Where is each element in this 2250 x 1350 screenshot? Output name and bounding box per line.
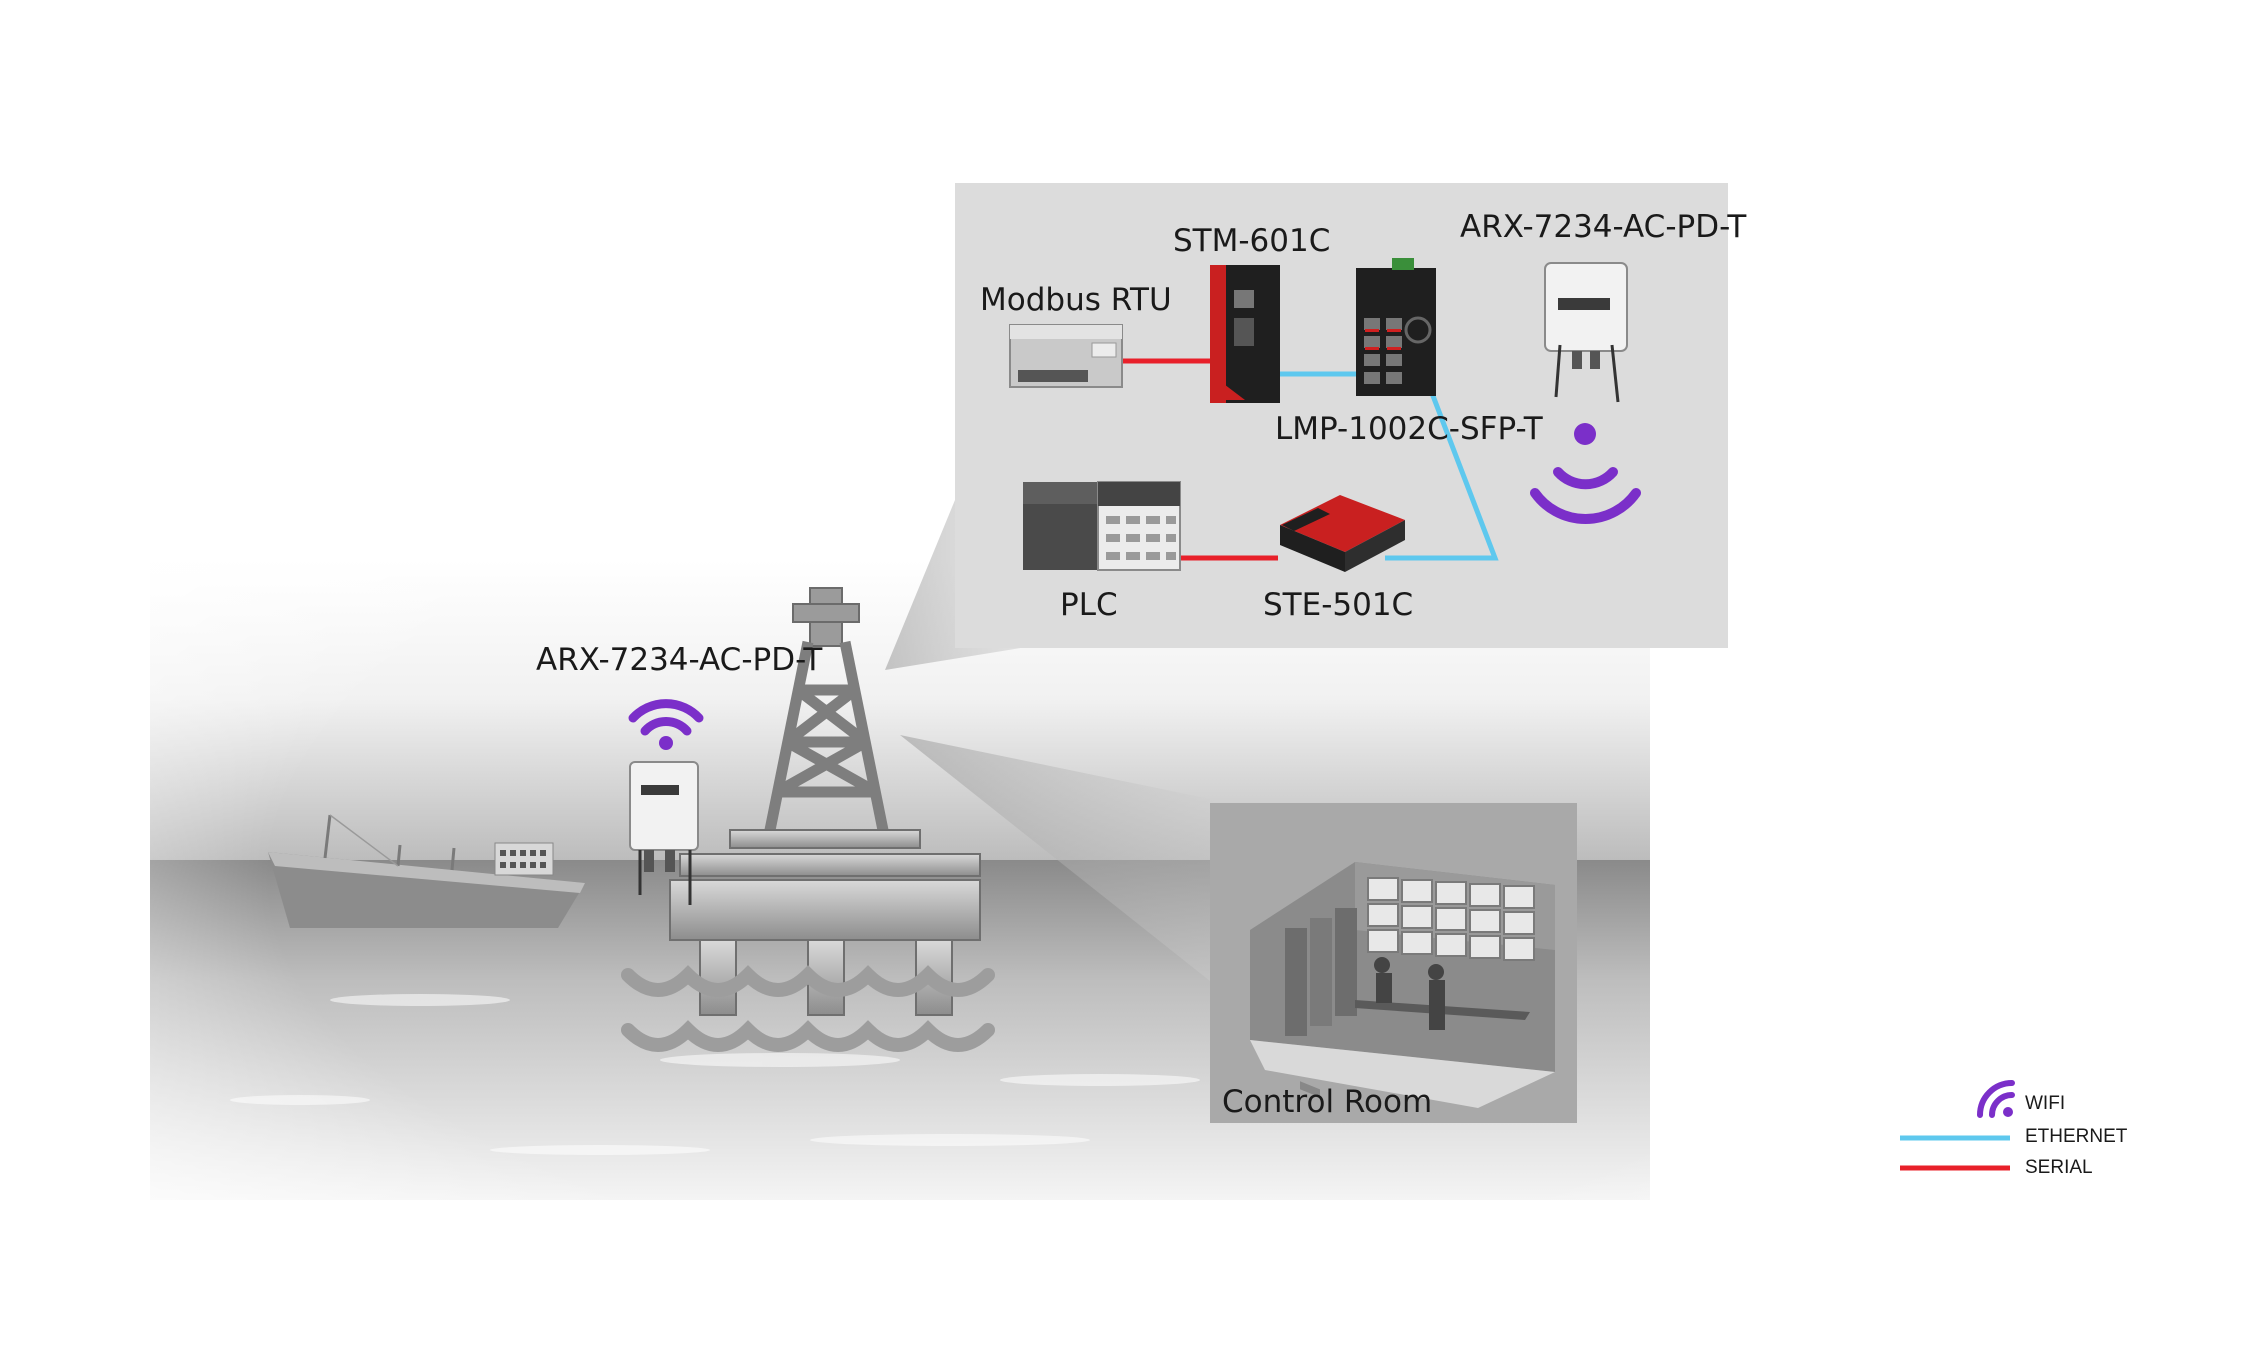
wifi-icon [1977,1080,2015,1118]
modbus-rtu-device [1009,324,1123,388]
platform-arx-label: ARX-7234-AC-PD-T [536,642,823,678]
control-room [1210,803,1577,1123]
plc-device [1023,481,1181,571]
lmp-label: LMP-1002C-SFP-T [1275,411,1543,447]
platform-arx-device [629,761,699,905]
ste-501c-device [1280,495,1405,1098]
ste-label: STE-501C [1263,587,1414,623]
wifi-icon [1530,423,1641,525]
plc-label: PLC [1060,587,1118,623]
legend-ethernet-label: ETHERNET [2025,1126,2128,1147]
legend-serial-label: SERIAL [2025,1157,2093,1178]
ethernet-line [1385,387,1499,561]
stm-601c-device [1210,265,1280,403]
control-room-beam [900,735,1215,985]
legend [1900,1080,2015,1171]
stm-label: STM-601C [1173,223,1331,259]
callout-arx-label: ARX-7234-AC-PD-T [1460,209,1747,245]
oil-platform [621,587,995,1052]
legend-wifi-label: WIFI [2025,1093,2066,1114]
control-room-label: Control Room [1222,1084,1433,1120]
ship [268,814,585,928]
connections [1118,358,1499,561]
wifi-icon [628,699,704,750]
callout-arx-device [1544,262,1628,403]
modbus-label: Modbus RTU [980,282,1172,318]
lmp-switch-device [1356,258,1436,396]
waves [621,965,995,1052]
callout-panel [955,183,1728,1098]
